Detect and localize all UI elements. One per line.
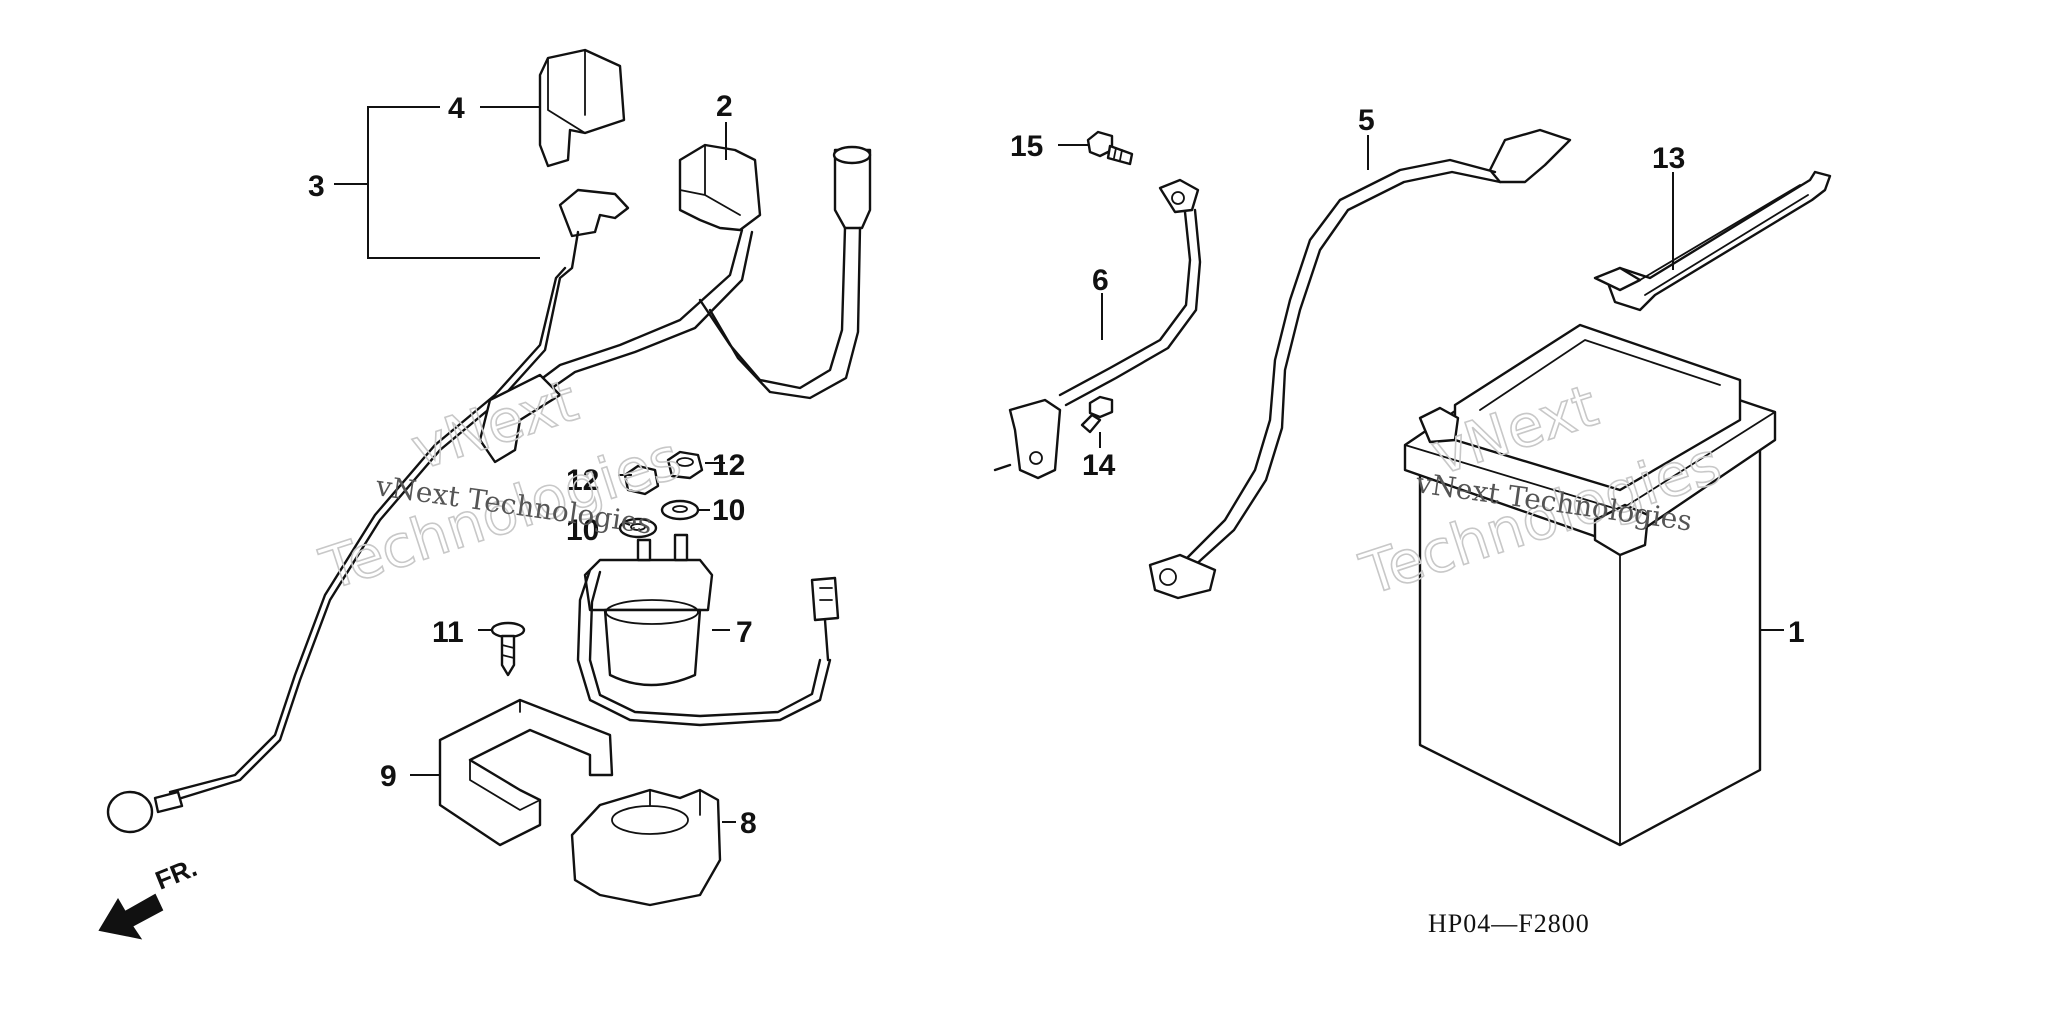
callouts: 4 3 2 12 12 10 10 7 11 9 8 15 6 14 5 13 … xyxy=(308,90,1805,840)
part-12-nut-left[interactable] xyxy=(623,464,660,496)
callout-13: 13 xyxy=(1652,142,1685,175)
callout-5: 5 xyxy=(1358,104,1375,137)
part-1-battery[interactable] xyxy=(1403,323,1777,847)
callout-4: 4 xyxy=(448,92,465,125)
front-indicator-label: FR. xyxy=(151,852,201,896)
part-7-starter-relay[interactable] xyxy=(576,533,840,727)
part-3-battery-cable[interactable] xyxy=(106,188,630,834)
callout-11: 11 xyxy=(432,616,464,649)
callout-8: 8 xyxy=(740,807,757,840)
callout-7: 7 xyxy=(736,616,753,649)
callout-12-left: 12 xyxy=(566,464,599,497)
part-9-relay-cover[interactable] xyxy=(438,698,614,847)
part-12-nut-right[interactable] xyxy=(666,450,704,480)
part-14-bolt[interactable] xyxy=(1080,395,1114,434)
callout-3: 3 xyxy=(308,170,325,203)
callout-1: 1 xyxy=(1788,616,1805,649)
part-8-relay-holder[interactable] xyxy=(570,788,722,907)
callout-9: 9 xyxy=(380,760,397,793)
part-4-terminal-cover[interactable] xyxy=(538,48,626,168)
leader-lines xyxy=(334,106,1784,823)
part-6-ground-cable[interactable] xyxy=(993,178,1202,480)
front-direction-arrow: FR. xyxy=(98,852,201,940)
part-10-washer-left[interactable] xyxy=(618,517,658,539)
callout-14: 14 xyxy=(1082,449,1116,482)
part-15-bolt[interactable] xyxy=(1086,130,1134,166)
callout-15: 15 xyxy=(1010,130,1043,163)
callout-6: 6 xyxy=(1092,264,1109,297)
part-13-battery-strap[interactable] xyxy=(1593,170,1832,312)
callout-10-right: 10 xyxy=(712,494,745,527)
part-2-starter-relay-cable[interactable] xyxy=(478,143,872,464)
part-5-positive-cable[interactable] xyxy=(1148,128,1572,600)
callout-2: 2 xyxy=(716,90,733,123)
callout-12-right: 12 xyxy=(712,449,745,482)
callout-10-left: 10 xyxy=(566,514,599,547)
part-10-washer-right[interactable] xyxy=(660,499,700,521)
diagram-code: HP04—F2800 xyxy=(1428,909,1590,938)
part-11-tapping-screw[interactable] xyxy=(490,621,526,677)
